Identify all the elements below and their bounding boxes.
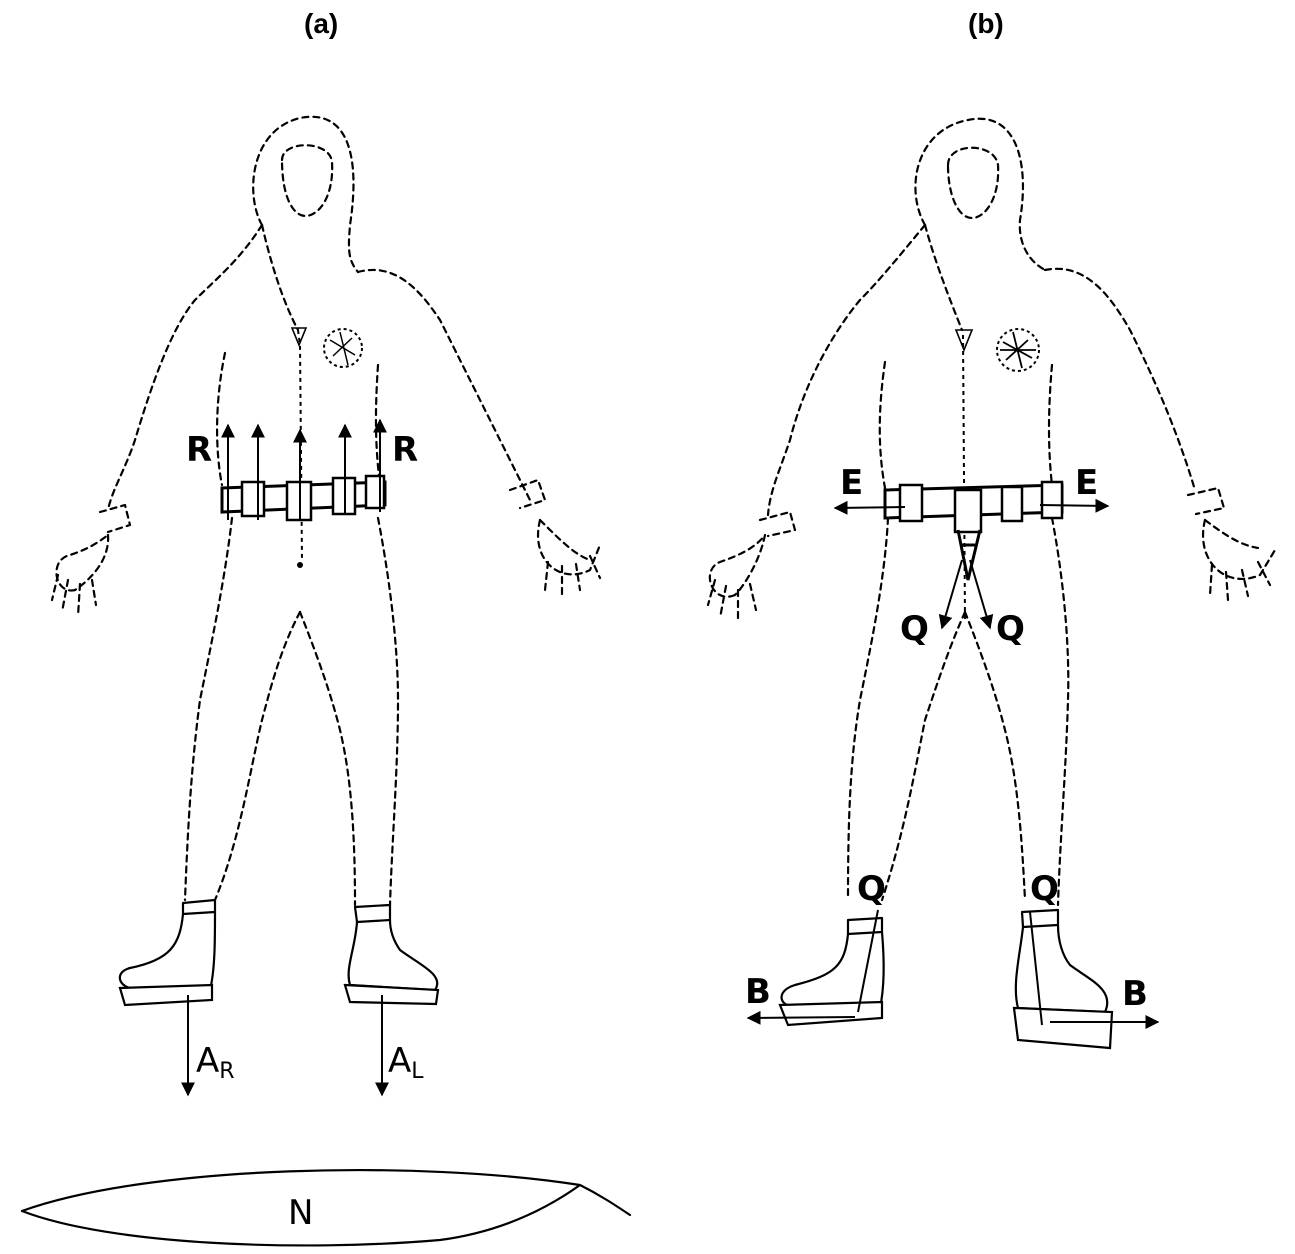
figure-b-spine — [963, 335, 965, 620]
figure-b-left-arm — [735, 225, 925, 595]
figure-b-left-leg-inner — [882, 612, 965, 900]
figure-b-force-e-left-arrow — [835, 507, 905, 508]
figure-b-throat — [956, 330, 972, 350]
figure-b-right-hand — [1188, 488, 1275, 600]
figure-a-right-hand — [510, 480, 600, 594]
figure-b-force-b-left-arrow — [748, 1017, 855, 1018]
figure-b-torso-left — [880, 362, 885, 488]
figure-a-navel — [297, 562, 303, 568]
figure-a-face — [282, 145, 332, 216]
figure-b-torso-right — [1049, 365, 1052, 485]
force-label-a-foot-left-main: A — [388, 1041, 411, 1081]
force-label-b-foot-left: B — [745, 972, 771, 1012]
force-label-ground-n: N — [288, 1193, 313, 1233]
figure-a-right-boot — [120, 900, 215, 1005]
force-label-a-belt-left: R — [186, 430, 212, 470]
figure-a-heart-hatch — [330, 332, 355, 365]
figure-b-right-boot — [780, 910, 884, 1025]
figure-a-right-leg — [378, 518, 398, 905]
force-label-a-belt-right: R — [392, 430, 418, 470]
figure-b-force-e-right-arrow — [1040, 505, 1108, 506]
force-label-b-boot-left: Q — [857, 869, 886, 909]
force-label-b-strap-right: Q — [996, 609, 1025, 649]
figure-a-left-hand — [52, 505, 130, 616]
figure-b-neck-line — [925, 225, 962, 330]
force-label-a-foot-left-sub: L — [411, 1059, 424, 1084]
figure-a-torso-left — [217, 353, 225, 485]
force-label-b-boot-right: Q — [1030, 869, 1059, 909]
figure-a-left-leg-inner — [215, 612, 300, 900]
figure-b-heart-hatch — [1000, 332, 1036, 368]
figure-a-left-arm — [75, 225, 262, 590]
force-label-a-foot-right-main: A — [196, 1041, 219, 1081]
force-label-b-belt-right: E — [1075, 463, 1098, 503]
figure-a-right-leg-inner — [300, 612, 355, 905]
figure-b-force-q-right-arrow — [970, 560, 990, 628]
figure-b-face — [948, 148, 998, 218]
figure-b-crotch-straps — [958, 530, 980, 580]
figure-a-left-leg — [185, 518, 232, 900]
force-label-b-strap-left: Q — [900, 609, 929, 649]
force-label-a-foot-right-sub: R — [219, 1059, 234, 1084]
figure-b-left-boot — [1014, 910, 1112, 1048]
force-label-a-foot-left: AL — [388, 1041, 424, 1084]
force-label-a-foot-right: AR — [196, 1041, 235, 1084]
figure-b-left-hand — [708, 512, 795, 620]
figure-b-right-leg-inner — [965, 612, 1025, 900]
force-label-b-foot-right: B — [1122, 974, 1148, 1014]
figure-a-right-arm — [358, 270, 590, 560]
figure-b-head-outline — [915, 119, 1045, 270]
figure-a: R R AR AL N — [22, 117, 630, 1246]
force-label-b-belt-left: E — [840, 463, 863, 503]
figure-a-left-boot — [345, 905, 438, 1004]
figure-b-force-q-left-arrow — [942, 560, 962, 628]
figure-b-right-leg — [1052, 518, 1068, 905]
figure-a-neck-line — [262, 225, 298, 330]
figure-b: Q Q E E Q Q B B — [708, 119, 1275, 1048]
figure-b-left-leg — [848, 518, 888, 900]
ground-lens — [22, 1170, 630, 1245]
